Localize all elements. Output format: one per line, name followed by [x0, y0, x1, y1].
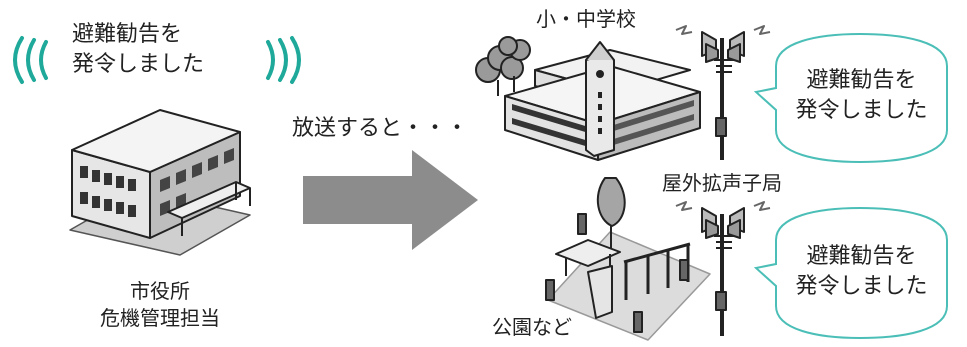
bubble-bottom-line2: 発令しました [795, 273, 928, 299]
bubble-top-line2: 発令しました [795, 97, 928, 123]
speech-bubble-top [753, 32, 948, 164]
city-hall-message-line1: 避難勧告を [72, 22, 183, 47]
speech-bubble-bottom [753, 206, 948, 340]
tree-icon [475, 36, 531, 96]
loudspeaker-tower-bottom-icon [675, 201, 771, 336]
city-hall-message: 避難勧告を 発令しました [72, 20, 204, 79]
bubble-top-text: 避難勧告を 発令しました [776, 66, 947, 125]
park-label: 公園など [492, 315, 572, 339]
school-building-icon [475, 36, 701, 161]
school-label: 小・中学校 [536, 7, 636, 31]
park-icon [545, 177, 711, 341]
bubble-bottom-line1: 避難勧告を [806, 244, 917, 269]
city-hall-building-icon [69, 109, 251, 256]
loudspeaker-tower-top-icon [675, 25, 771, 160]
flow-arrow [303, 150, 478, 250]
city-hall-label-line1: 市役所 [130, 279, 190, 303]
bubble-top-line1: 避難勧告を [806, 68, 917, 93]
radio-waves-left-icon [13, 36, 48, 84]
city-hall-label-line2: 危機管理担当 [100, 306, 220, 330]
speaker-label: 屋外拡声子局 [662, 171, 782, 195]
city-hall-label: 市役所 危機管理担当 [80, 278, 240, 332]
broadcast-text: 放送すると・・・ [292, 116, 469, 141]
city-hall-message-line2: 発令しました [72, 51, 205, 77]
radio-waves-right-icon [266, 36, 301, 84]
bubble-bottom-text: 避難勧告を 発令しました [776, 242, 947, 301]
